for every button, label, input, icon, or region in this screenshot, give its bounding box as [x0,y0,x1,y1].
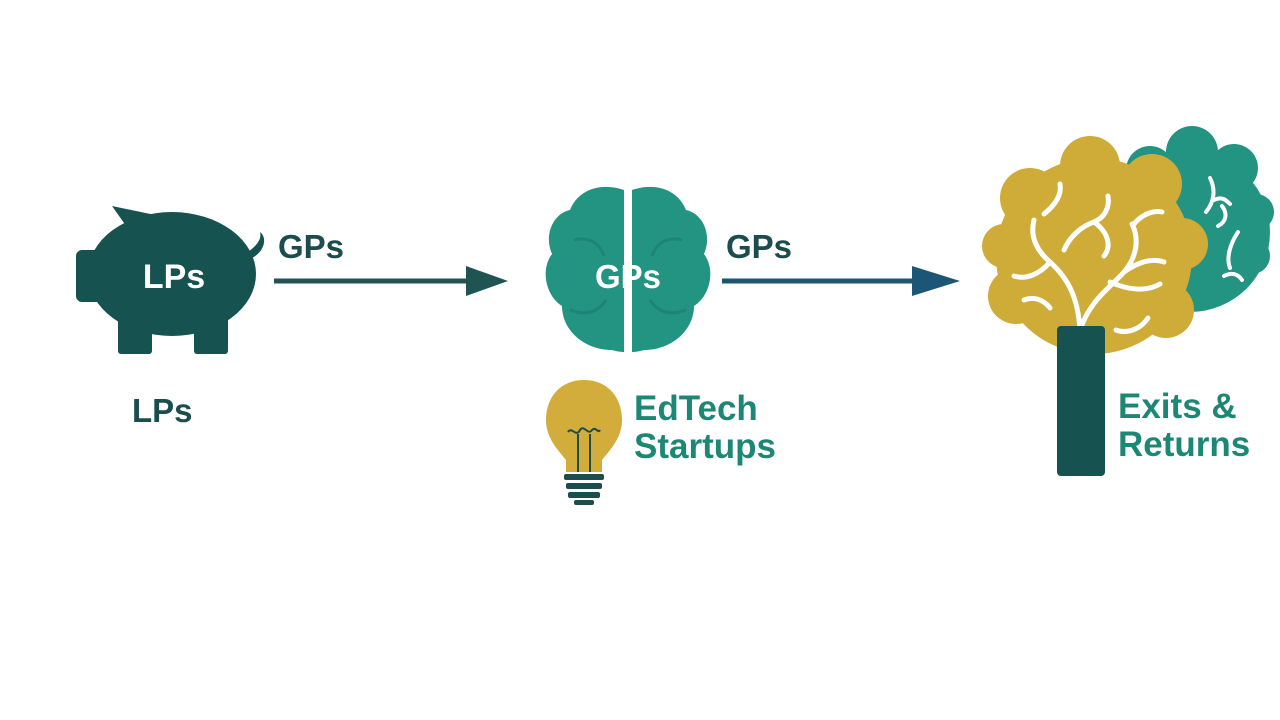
brain-icon: GPs [545,186,711,352]
gold-canopy [982,136,1208,354]
tree-icon [982,126,1274,476]
piggy-bank-icon: LPs [76,206,265,354]
flow-arrow-2: GPs [722,228,960,296]
lightbulb-icon [546,380,622,505]
piggy-bank-label: LPs [143,258,205,296]
startups-caption-line2: Startups [634,427,776,466]
startups-caption-line1: EdTech [634,389,758,428]
exits-caption-line2: Returns [1118,425,1250,464]
flow-arrow-1: GPs [274,228,508,296]
flow-arrow-2-label: GPs [726,228,792,265]
brain-label: GPs [595,258,661,295]
tree-trunk [1057,326,1105,476]
flow-arrow-1-label: GPs [278,228,344,265]
exits-caption-line1: Exits & [1118,387,1237,426]
lps-caption: LPs [132,392,193,429]
